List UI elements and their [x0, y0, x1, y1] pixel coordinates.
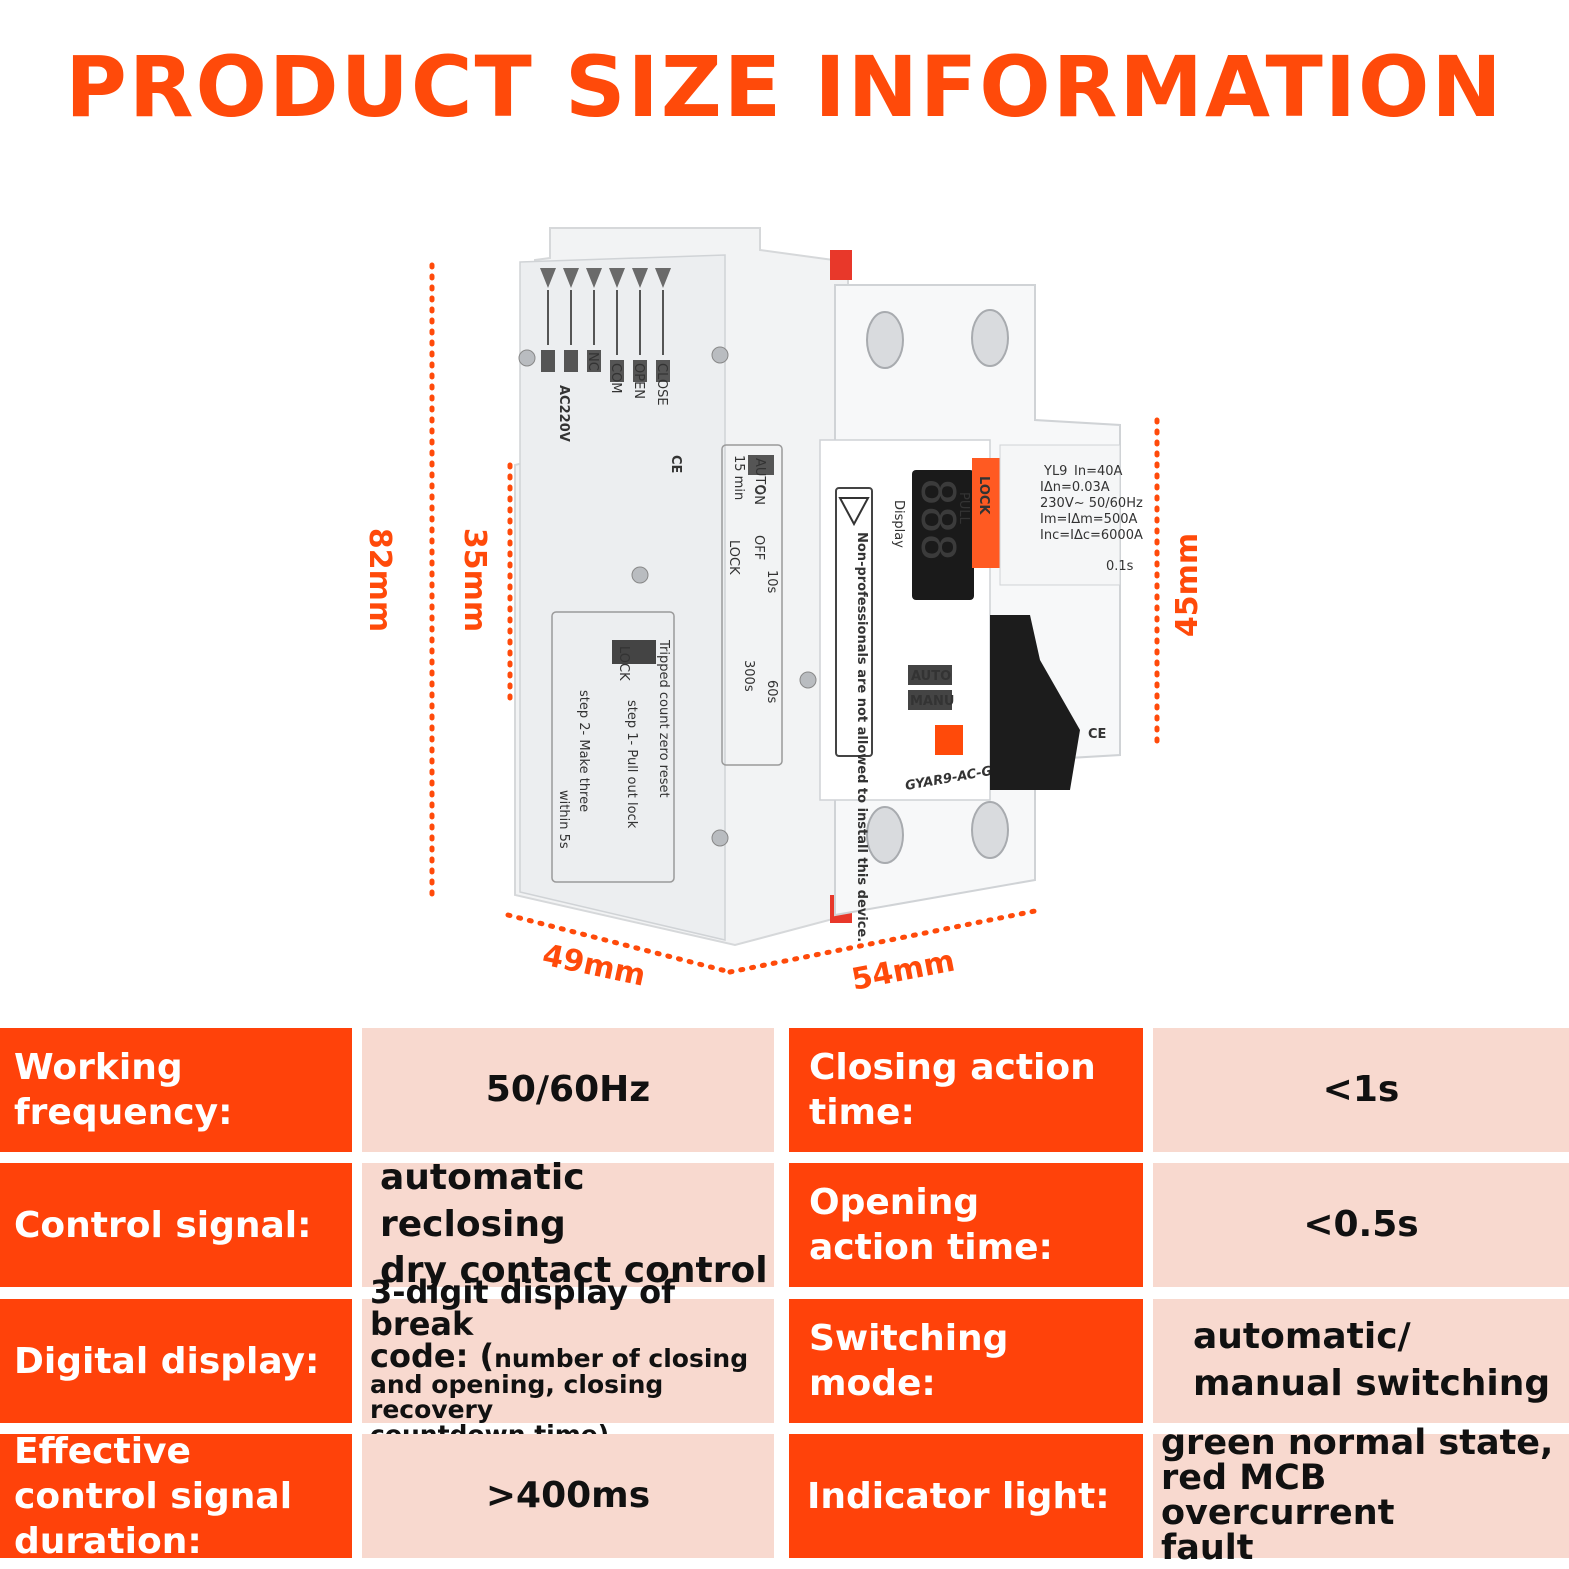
pull-label: PULL: [956, 492, 971, 525]
value-digital-display-line2: code: (number of closing: [370, 1340, 748, 1372]
cycle-off-label: OFF: [751, 535, 766, 560]
value-control-signal-line2: dry contact control: [380, 1250, 768, 1292]
label-working-frequency-text: Working frequency:: [14, 1047, 233, 1133]
dim-49mm: 49mm: [539, 938, 648, 994]
reset-step2b: within 5s: [556, 790, 571, 849]
spec-time: 0.1s: [1106, 559, 1134, 574]
value-opening-action-time-text: <0.5s: [1303, 1203, 1419, 1245]
label-control-signal-text: Control signal:: [14, 1204, 312, 1246]
voltage-label: AC220V: [556, 385, 571, 442]
value-switching-mode-line1: automatic/: [1193, 1316, 1411, 1358]
reset-title: Tripped count zero reset: [656, 639, 671, 798]
value-effective-control-signal-duration: >400ms: [362, 1434, 774, 1558]
lock-tab-label: LOCK: [976, 476, 991, 515]
value-working-frequency-text: 50/60Hz: [485, 1068, 651, 1110]
label-indicator-light-text: Indicator light:: [807, 1475, 1110, 1517]
cycle-lock-label: LOCK: [726, 540, 741, 575]
dim-82mm: 82mm: [362, 528, 397, 632]
value-indicator-light-line3: fault: [1161, 1528, 1254, 1568]
value-indicator-light-line1: green normal state,: [1161, 1423, 1554, 1463]
value-effective-control-signal-duration-text: >400ms: [485, 1474, 651, 1516]
spec-idn: IΔn=0.03A: [1040, 480, 1110, 495]
reset-lock-label: LOCK: [616, 646, 631, 681]
value-working-frequency: 50/60Hz: [362, 1028, 774, 1152]
auto-label: AUTO: [911, 669, 951, 684]
cycle-15min-label: 15 min: [731, 455, 746, 500]
value-indicator-light-line2: red MCB overcurrent: [1161, 1458, 1395, 1533]
manu-label: MANU: [910, 694, 954, 709]
spec-voltage: 230V~ 50/60Hz: [1040, 496, 1143, 511]
value-digital-display: 3-digit display of break code: (number o…: [362, 1276, 774, 1447]
nc-label: NC: [585, 352, 600, 371]
reset-step1: step 1- Pull out lock: [624, 700, 639, 829]
label-closing-action-time: Closing action time:: [789, 1028, 1143, 1152]
side-ce-mark: CE: [668, 455, 683, 473]
display-label: Display: [891, 500, 906, 548]
label-effective-control-signal-duration: Effective control signal duration:: [0, 1431, 352, 1562]
cycle-auto-label: AUTO: [752, 458, 767, 495]
value-control-signal: automatic reclosing dry contact control: [362, 1157, 774, 1291]
value-opening-action-time: <0.5s: [1153, 1163, 1569, 1287]
cycle-10s-label: 10s: [764, 570, 779, 594]
breaker-device: Tripped count zero reset step 1- Pull ou…: [514, 227, 1143, 947]
label-control-signal: Control signal:: [0, 1163, 352, 1287]
dim-45mm: 45mm: [1170, 533, 1205, 637]
label-opening-action-time: Opening action time:: [789, 1163, 1143, 1287]
product-figure: 82mm 35mm 45mm 49mm 54mm: [362, 227, 1205, 998]
value-digital-display-line2a: code: (: [370, 1336, 495, 1375]
warning-text: Non-professionals are not allowed to ins…: [854, 532, 869, 942]
cycle-on-label: ON: [751, 485, 766, 505]
reset-step2: step 2- Make three: [576, 690, 591, 812]
spec-im: Im=IΔm=500A: [1040, 512, 1137, 527]
com-label: COM: [608, 363, 623, 394]
label-digital-display: Digital display:: [0, 1299, 352, 1423]
value-switching-mode: automatic/ manual switching: [1153, 1299, 1569, 1423]
label-digital-display-text: Digital display:: [14, 1340, 320, 1382]
value-control-signal-line1: automatic reclosing: [380, 1156, 585, 1245]
spec-in: In=40A: [1074, 464, 1123, 479]
label-opening-action-time-text: Opening action time:: [809, 1182, 1053, 1268]
page-title: PRODUCT SIZE INFORMATION: [65, 38, 1504, 136]
front-ce-mark: CE: [1088, 727, 1106, 742]
cycle-60s-label: 60s: [764, 680, 779, 704]
label-working-frequency: Working frequency:: [0, 1028, 352, 1152]
value-closing-action-time-text: <1s: [1322, 1068, 1400, 1110]
label-closing-action-time-text: Closing action time:: [809, 1047, 1096, 1133]
digits-display: 888: [911, 478, 965, 561]
spec-inc: Inc=IΔc=6000A: [1040, 528, 1143, 543]
open-label: OPEN: [631, 363, 646, 399]
value-digital-display-line3: and opening, closing recovery: [370, 1369, 664, 1424]
label-indicator-light: Indicator light:: [789, 1434, 1143, 1558]
dim-35mm: 35mm: [457, 528, 492, 632]
dim-54mm: 54mm: [849, 944, 958, 998]
cycle-300s-label: 300s: [741, 660, 756, 692]
dimension-lines: [429, 262, 1160, 975]
label-switching-mode-text: Switching mode:: [809, 1318, 1009, 1404]
value-switching-mode-line2: manual switching: [1193, 1363, 1551, 1404]
value-closing-action-time: <1s: [1153, 1028, 1569, 1152]
value-digital-display-line2b: number of closing: [494, 1343, 749, 1373]
close-label: CLOSE: [654, 363, 669, 406]
label-switching-mode: Switching mode:: [789, 1299, 1143, 1423]
value-indicator-light: green normal state, red MCB overcurrent …: [1153, 1426, 1569, 1566]
spec-model: YL9: [1043, 464, 1067, 479]
value-digital-display-line1: 3-digit display of break: [370, 1272, 676, 1343]
label-effective-control-signal-duration-text: Effective control signal duration:: [14, 1430, 293, 1562]
